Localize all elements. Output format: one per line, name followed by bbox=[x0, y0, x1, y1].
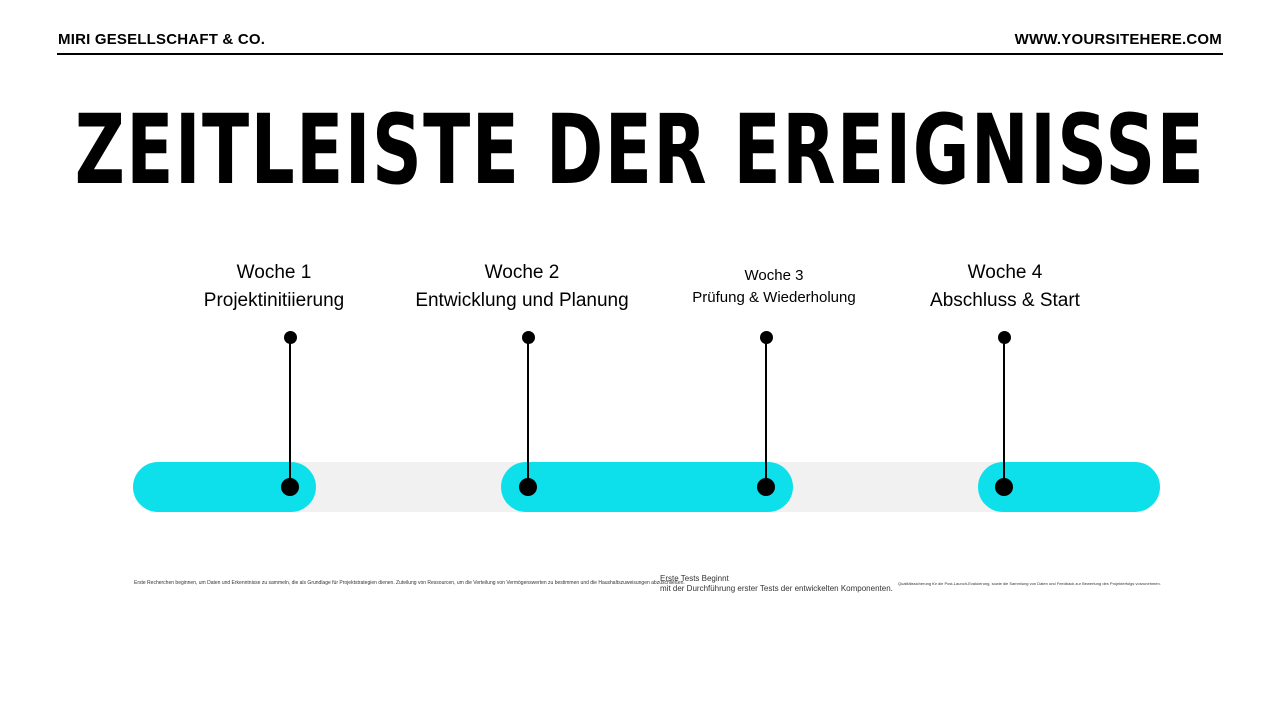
week-label: Woche 4 bbox=[967, 262, 1043, 283]
milestone-label: Woche 1 Projektinitiierung bbox=[124, 259, 424, 315]
milestone-name: Abschluss & Start bbox=[930, 290, 1080, 311]
milestone-top-dot bbox=[283, 330, 297, 344]
milestone-description: Zuteilung von Ressourcen, um die Verteil… bbox=[396, 580, 685, 586]
connector-line bbox=[527, 337, 529, 487]
week-label: Woche 2 bbox=[484, 262, 560, 283]
company-name: MIRI GESELLSCHAFT & CO. bbox=[58, 31, 266, 48]
milestone-dot bbox=[281, 478, 299, 496]
header-divider bbox=[57, 53, 1223, 55]
connector-line bbox=[765, 337, 767, 487]
milestone-dot bbox=[757, 478, 775, 496]
website-link[interactable]: WWW.YOURSITEHERE.COM bbox=[1014, 31, 1222, 48]
milestone-label: Woche 2 Entwicklung und Planung bbox=[372, 259, 672, 315]
page-title: ZEITLEISTE DER EREIGNISSE bbox=[74, 94, 1206, 206]
milestone-name: Projektinitiierung bbox=[203, 290, 345, 311]
week-label: Woche 1 bbox=[236, 262, 312, 283]
milestone-label: Woche 3 Prüfung & Wiederholung bbox=[624, 265, 924, 309]
week-label: Woche 3 bbox=[744, 267, 804, 284]
milestone-name: Prüfung & Wiederholung bbox=[692, 289, 856, 306]
milestone-description: Erste Recherchen beginnen, um Daten und … bbox=[134, 580, 395, 586]
timeline-segment bbox=[501, 462, 793, 512]
connector-line bbox=[1003, 337, 1005, 487]
milestone-top-dot bbox=[759, 330, 773, 344]
milestone-label: Woche 4 Abschluss & Start bbox=[855, 259, 1155, 315]
milestone-top-dot bbox=[521, 330, 535, 344]
milestone-dot bbox=[995, 478, 1013, 496]
milestone-top-dot bbox=[997, 330, 1011, 344]
milestone-dot bbox=[519, 478, 537, 496]
milestone-description: Erste Tests Beginnt mit der Durchführung… bbox=[660, 574, 893, 593]
milestone-name: Entwicklung und Planung bbox=[415, 290, 629, 311]
connector-line bbox=[289, 337, 291, 487]
milestone-description: Qualitätssicherung für die Post-Launch-E… bbox=[898, 581, 1161, 586]
